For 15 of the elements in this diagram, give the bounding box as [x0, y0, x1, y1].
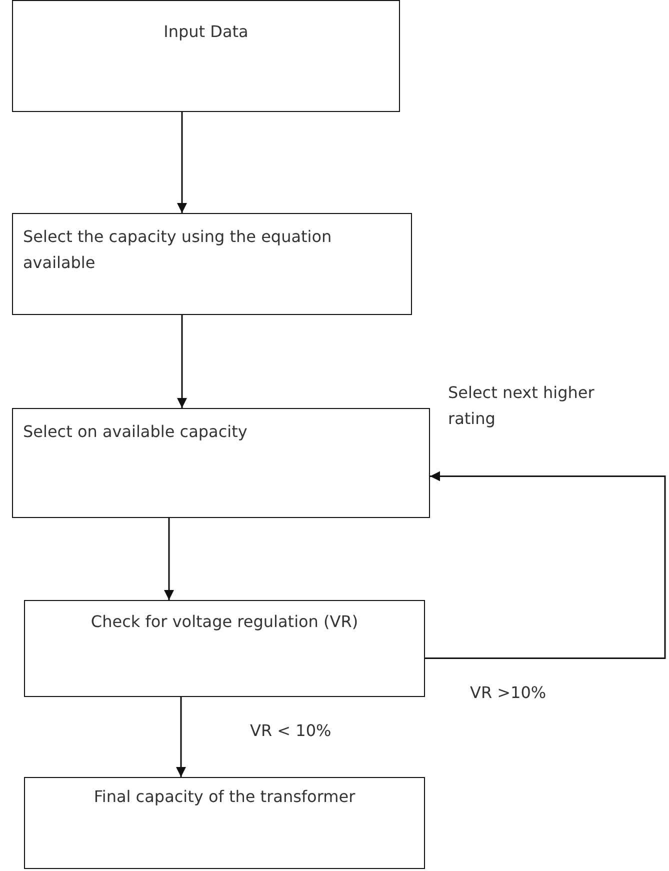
arrow: [164, 518, 174, 600]
process-box: [24, 600, 425, 697]
process-box: [12, 213, 412, 315]
arrow: [177, 112, 187, 213]
arrow: [176, 697, 186, 777]
arrow: [425, 471, 666, 659]
process-box: [12, 408, 430, 518]
box-text: Select the capacity using the equation available: [23, 226, 333, 274]
box-text: Check for voltage regulation (VR): [90, 611, 360, 633]
box-text: Final capacity of the transformer: [92, 786, 356, 808]
box-text: Select on available capacity: [23, 421, 248, 443]
box-text: Input Data: [162, 21, 250, 43]
arrow: [177, 315, 187, 408]
process-box: [24, 777, 425, 869]
process-box: [12, 0, 400, 112]
